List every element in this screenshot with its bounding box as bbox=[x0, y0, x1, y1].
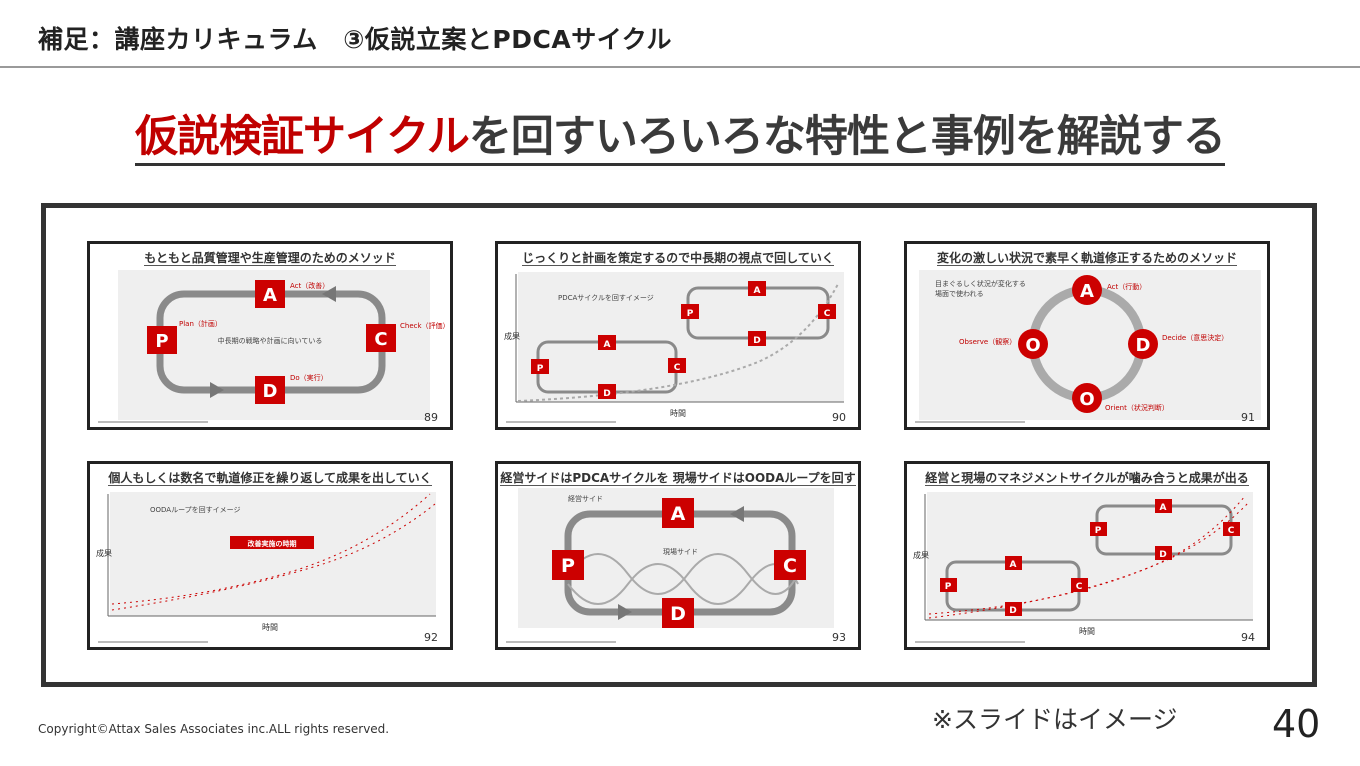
svg-text:A: A bbox=[1160, 503, 1167, 513]
slide-thumbnail-94[interactable]: 経営と現場のマネジメントサイクルが噛み合うと成果が出る 成果 時間 A P C … bbox=[904, 461, 1270, 650]
pdca-cycle-diagram: A P C D Act（改善） Plan（計画） Check（評価） Do（実行… bbox=[118, 270, 450, 420]
svg-text:C: C bbox=[1228, 526, 1235, 536]
svg-text:Act（行動）: Act（行動） bbox=[1107, 282, 1146, 291]
header: 補足：講座カリキュラム ③仮説立案とPDCAサイクル bbox=[0, 0, 1360, 68]
svg-text:経営サイド: 経営サイド bbox=[568, 494, 603, 503]
main-title-highlight: 仮説検証サイクル bbox=[135, 112, 470, 162]
page-number: 40 bbox=[1272, 702, 1321, 746]
svg-text:時間: 時間 bbox=[262, 623, 278, 632]
thumbnail-page-number: 90 bbox=[832, 411, 846, 424]
thumbnail-copyright bbox=[915, 421, 1025, 423]
thumbnail-page-number: 93 bbox=[832, 631, 846, 644]
svg-text:Check（評価）: Check（評価） bbox=[400, 321, 450, 330]
svg-text:D: D bbox=[670, 603, 686, 625]
svg-text:OODAループを回すイメージ: OODAループを回すイメージ bbox=[150, 506, 241, 514]
svg-text:場面で使われる: 場面で使われる bbox=[935, 289, 984, 298]
svg-text:C: C bbox=[824, 309, 831, 319]
svg-text:Do（実行）: Do（実行） bbox=[290, 373, 328, 382]
svg-text:目まぐるしく状況が変化する: 目まぐるしく状況が変化する bbox=[935, 279, 1026, 288]
svg-text:D: D bbox=[1009, 606, 1016, 616]
svg-text:A: A bbox=[1080, 281, 1094, 302]
image-note: ※スライドはイメージ bbox=[932, 705, 1178, 734]
svg-text:中長期の戦略や計画に向いている: 中長期の戦略や計画に向いている bbox=[218, 336, 323, 345]
thumbnail-title: 個人もしくは数名で軌道修正を繰り返して成果を出していく bbox=[108, 471, 432, 486]
thumbnail-title: じっくりと計画を策定するので中長期の視点で回していく bbox=[522, 251, 834, 266]
ooda-loop-diagram: 目まぐるしく状況が変化する 場面で使われる A O D O Act（行動） Ob… bbox=[919, 270, 1261, 420]
svg-text:PDCAサイクルを回すイメージ: PDCAサイクルを回すイメージ bbox=[558, 294, 654, 302]
thumbnail-copyright bbox=[98, 421, 208, 423]
svg-text:C: C bbox=[783, 555, 797, 577]
svg-text:O: O bbox=[1079, 389, 1094, 410]
svg-text:P: P bbox=[1095, 526, 1102, 536]
svg-text:成果: 成果 bbox=[913, 550, 929, 560]
svg-text:C: C bbox=[674, 363, 681, 373]
svg-text:D: D bbox=[1159, 550, 1166, 560]
svg-text:Plan（計画）: Plan（計画） bbox=[179, 319, 222, 328]
svg-text:A: A bbox=[263, 285, 277, 306]
thumbnail-title: 経営と現場のマネジメントサイクルが噛み合うと成果が出る bbox=[925, 471, 1249, 486]
slide-thumbnail-92[interactable]: 個人もしくは数名で軌道修正を繰り返して成果を出していく 成果 時間 OODAルー… bbox=[87, 461, 453, 650]
thumbnail-title: 経営サイドはPDCAサイクルを 現場サイドはOODAループを回す bbox=[500, 471, 856, 486]
svg-text:D: D bbox=[263, 381, 278, 402]
svg-text:P: P bbox=[561, 555, 575, 577]
thumbnails-frame: もともと品質管理や生産管理のためのメソッド A P C D Act（改善） Pl… bbox=[41, 203, 1317, 687]
header-title: 補足：講座カリキュラム ③仮説立案とPDCAサイクル bbox=[38, 25, 672, 54]
thumbnail-page-number: 89 bbox=[424, 411, 438, 424]
thumbnail-copyright bbox=[506, 421, 616, 423]
thumbnail-page-number: 91 bbox=[1241, 411, 1255, 424]
main-title-underline: 仮説検証サイクルを回すいろいろな特性と事例を解説する bbox=[135, 112, 1226, 166]
svg-text:A: A bbox=[671, 503, 686, 525]
svg-text:成果: 成果 bbox=[504, 331, 520, 341]
thumbnail-title: 変化の激しい状況で素早く軌道修正するためのメソッド bbox=[936, 251, 1237, 266]
svg-text:P: P bbox=[945, 582, 952, 592]
svg-text:D: D bbox=[753, 336, 760, 346]
svg-text:A: A bbox=[754, 286, 761, 296]
svg-text:改善実施の時期: 改善実施の時期 bbox=[248, 539, 297, 548]
svg-text:O: O bbox=[1025, 335, 1040, 356]
svg-text:P: P bbox=[687, 309, 694, 319]
slide-thumbnail-91[interactable]: 変化の激しい状況で素早く軌道修正するためのメソッド 目まぐるしく状況が変化する … bbox=[904, 241, 1270, 430]
copyright: Copyright©Attax Sales Associates inc.ALL… bbox=[38, 722, 390, 736]
thumbnail-copyright bbox=[98, 641, 208, 643]
svg-text:P: P bbox=[155, 331, 168, 352]
ooda-growth-diagram: 成果 時間 OODAループを回すイメージ 改善実施の時期 bbox=[96, 492, 436, 632]
svg-text:時間: 時間 bbox=[670, 409, 686, 418]
thumbnail-page-number: 92 bbox=[424, 631, 438, 644]
svg-text:Act（改善）: Act（改善） bbox=[290, 281, 329, 290]
thumbnail-copyright bbox=[915, 641, 1025, 643]
svg-text:C: C bbox=[374, 329, 387, 350]
svg-text:成果: 成果 bbox=[96, 548, 112, 558]
svg-text:現場サイド: 現場サイド bbox=[663, 547, 698, 556]
svg-text:時間: 時間 bbox=[1079, 627, 1095, 636]
thumbnail-page-number: 94 bbox=[1241, 631, 1255, 644]
main-title-rest: を回すいろいろな特性と事例を解説する bbox=[468, 112, 1226, 162]
thumbnail-copyright bbox=[506, 641, 616, 643]
slide-thumbnail-89[interactable]: もともと品質管理や生産管理のためのメソッド A P C D Act（改善） Pl… bbox=[87, 241, 453, 430]
svg-text:Orient（状況判断）: Orient（状況判断） bbox=[1105, 403, 1169, 412]
slide-thumbnail-93[interactable]: 経営サイドはPDCAサイクルを 現場サイドはOODAループを回す 経営サイド 現… bbox=[495, 461, 861, 650]
slide-main-title: 仮説検証サイクルを回すいろいろな特性と事例を解説する bbox=[0, 112, 1360, 166]
svg-text:A: A bbox=[1010, 560, 1017, 570]
slide-thumbnail-90[interactable]: じっくりと計画を策定するので中長期の視点で回していく 成果 時間 PDCAサイク… bbox=[495, 241, 861, 430]
svg-text:D: D bbox=[603, 389, 610, 399]
svg-text:P: P bbox=[537, 364, 544, 374]
svg-text:A: A bbox=[604, 340, 611, 350]
svg-text:Decide（意思決定）: Decide（意思決定） bbox=[1162, 333, 1228, 342]
thumbnail-title: もともと品質管理や生産管理のためのメソッド bbox=[144, 251, 396, 266]
svg-text:C: C bbox=[1076, 582, 1083, 592]
pdca-growth-diagram: 成果 時間 PDCAサイクルを回すイメージ A P C D A P C D bbox=[504, 272, 844, 418]
svg-text:D: D bbox=[1136, 335, 1151, 356]
svg-text:Observe（観察）: Observe（観察） bbox=[959, 337, 1016, 346]
management-cycle-diagram: 成果 時間 A P C D A P C D bbox=[913, 492, 1253, 636]
pdca-ooda-combined-diagram: 経営サイド 現場サイド A P C D bbox=[518, 488, 834, 628]
